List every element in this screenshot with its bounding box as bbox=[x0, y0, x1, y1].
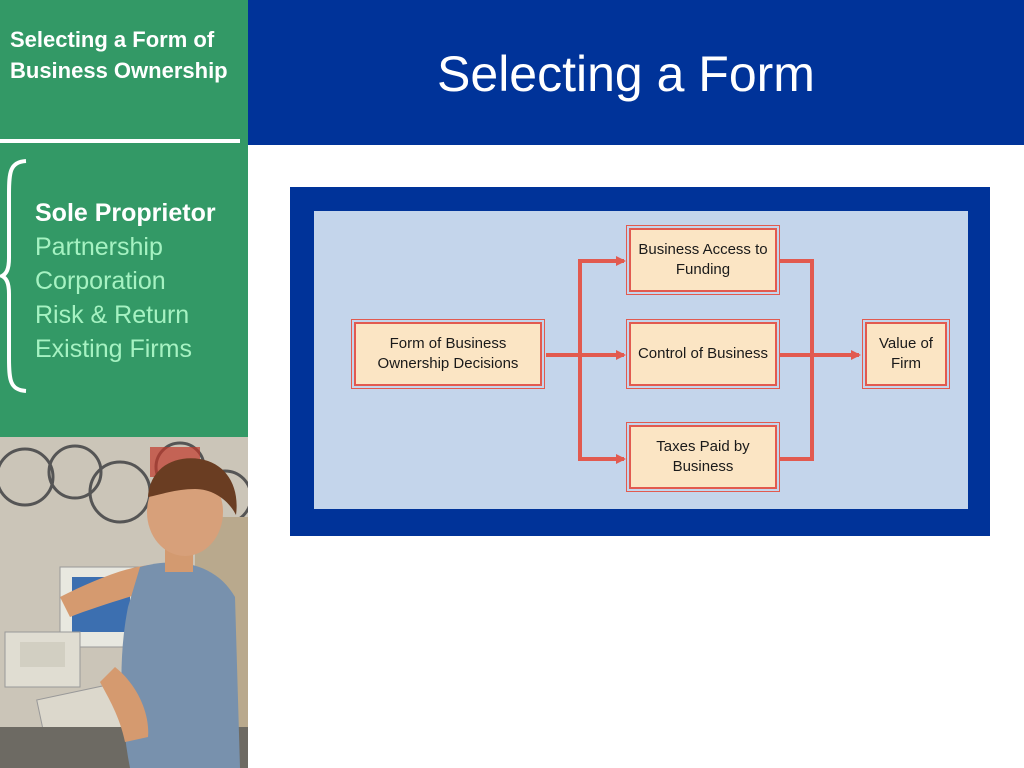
edge-decisions-taxes bbox=[578, 355, 626, 464]
node-taxes-paid: Taxes Paid by Business bbox=[626, 422, 780, 492]
sidebar: Selecting a Form of Business Ownership S… bbox=[0, 0, 248, 768]
topic-list: Sole Proprietor Partnership Corporation … bbox=[35, 196, 245, 366]
edge-taxes-value bbox=[780, 355, 814, 461]
topic-corporation[interactable]: Corporation bbox=[35, 267, 166, 295]
topic-sole-proprietor[interactable]: Sole Proprietor bbox=[35, 199, 216, 227]
curly-brace-icon bbox=[0, 159, 27, 393]
store-clerk-photo bbox=[0, 437, 248, 768]
slide-title: Selecting a Form bbox=[437, 46, 815, 102]
diagram-frame: Form of Business Ownership Decisions Bus… bbox=[290, 187, 990, 536]
node-business-access-funding: Business Access to Funding bbox=[626, 225, 780, 295]
node-value-of-firm: Value of Firm bbox=[862, 319, 950, 389]
node-control-of-business: Control of Business bbox=[626, 319, 780, 389]
node-ownership-decisions: Form of Business Ownership Decisions bbox=[351, 319, 545, 389]
title-divider bbox=[0, 139, 240, 143]
title-bar: Selecting a Form bbox=[248, 0, 1024, 145]
topic-partnership[interactable]: Partnership bbox=[35, 233, 163, 261]
diagram-connectors bbox=[546, 256, 861, 464]
edge-funding-value bbox=[780, 259, 814, 355]
topic-existing-firms[interactable]: Existing Firms bbox=[35, 335, 192, 363]
flow-diagram: Form of Business Ownership Decisions Bus… bbox=[314, 211, 968, 509]
topic-risk-return[interactable]: Risk & Return bbox=[35, 301, 190, 329]
section-title: Selecting a Form of Business Ownership bbox=[10, 27, 228, 83]
edge-decisions-funding bbox=[578, 256, 626, 355]
